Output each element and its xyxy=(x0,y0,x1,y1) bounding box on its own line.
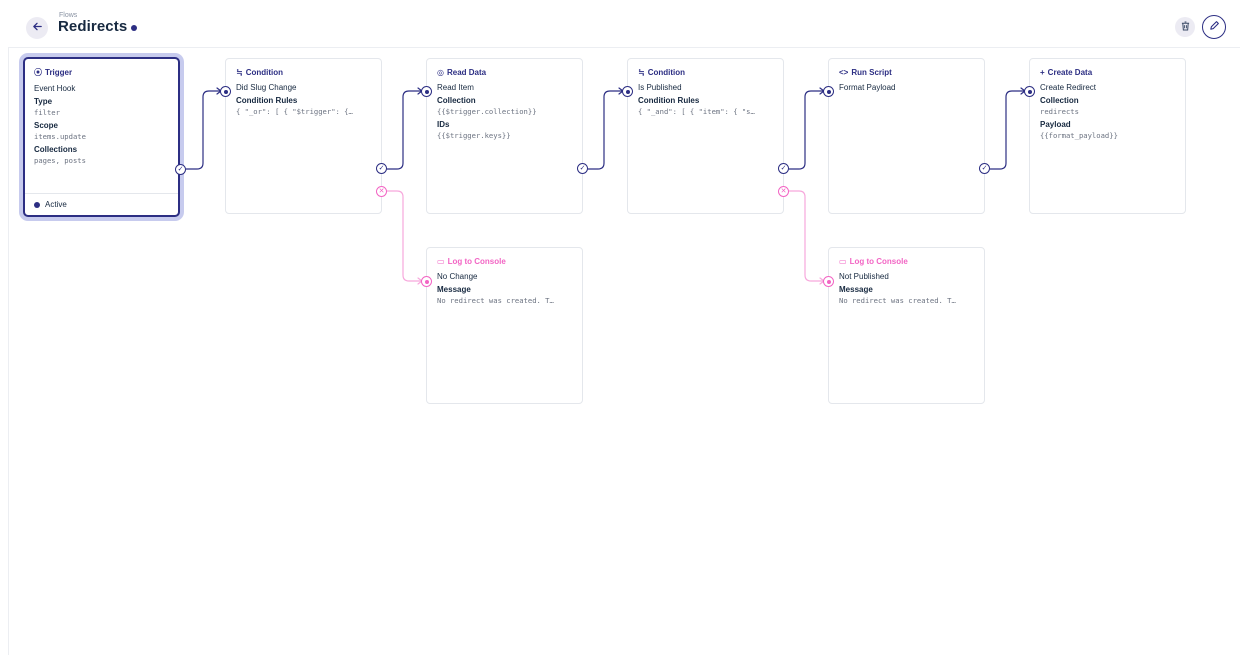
log-console-card-2[interactable]: ▭ Log to Console Not Published Message N… xyxy=(823,247,985,404)
condition-icon: ≒ xyxy=(638,68,645,77)
input-port[interactable] xyxy=(421,276,432,287)
reject-port[interactable]: ✕ xyxy=(376,186,387,197)
message-label: Message xyxy=(839,285,873,294)
message-label: Message xyxy=(437,285,471,294)
trigger-name: Event Hook xyxy=(34,84,76,93)
collections-label: Collections xyxy=(34,145,78,154)
plus-icon: + xyxy=(1040,68,1045,77)
type-value: filter xyxy=(34,108,60,117)
flow-header: Flows Redirects xyxy=(0,0,1240,50)
pencil-icon xyxy=(1209,18,1220,36)
page-title: Redirects xyxy=(58,18,128,35)
payload-label: Payload xyxy=(1040,120,1071,129)
eye-icon: ◎ xyxy=(437,68,444,77)
trash-icon xyxy=(1181,18,1190,36)
resolve-port[interactable]: ✓ xyxy=(175,164,186,175)
condition-rules-label: Condition Rules xyxy=(638,96,700,105)
scope-label: Scope xyxy=(34,121,59,130)
edit-button[interactable] xyxy=(1202,15,1226,39)
collection-value: redirects xyxy=(1040,107,1079,116)
operation-name: Create Redirect xyxy=(1040,83,1097,92)
breadcrumb[interactable]: Flows xyxy=(59,12,78,19)
status-dot xyxy=(131,24,138,31)
collection-label: Collection xyxy=(437,96,476,105)
trigger-title: Trigger xyxy=(45,68,73,77)
ids-label: IDs xyxy=(437,120,450,129)
message-value: No redirect was created. T… xyxy=(839,296,956,305)
read-data-card[interactable]: ◎ Read Data Read Item Collection {{$trig… xyxy=(421,58,588,214)
payload-value: {{format_payload}} xyxy=(1040,131,1118,140)
collections-value: pages, posts xyxy=(34,156,86,165)
trigger-status: Active xyxy=(25,193,178,215)
back-button[interactable] xyxy=(26,17,48,39)
input-port[interactable] xyxy=(823,276,834,287)
run-script-card[interactable]: <> Run Script Format Payload ✓ xyxy=(823,58,990,214)
terminal-icon: ▭ xyxy=(437,257,445,266)
operation-name: Did Slug Change xyxy=(236,83,297,92)
input-port[interactable] xyxy=(220,86,231,97)
ids-value: {{$trigger.keys}} xyxy=(437,131,511,140)
message-value: No redirect was created. T… xyxy=(437,296,554,305)
active-dot xyxy=(34,201,40,208)
log-title: Log to Console xyxy=(447,257,506,266)
input-port[interactable] xyxy=(823,86,834,97)
create-data-title: Create Data xyxy=(1047,68,1093,77)
resolve-port[interactable]: ✓ xyxy=(778,163,789,174)
input-port[interactable] xyxy=(1024,86,1035,97)
type-label: Type xyxy=(34,97,53,106)
resolve-port[interactable]: ✓ xyxy=(376,163,387,174)
condition-rules-value: { "_and": [ { "item": { "s… xyxy=(638,107,755,116)
operation-name: Is Published xyxy=(638,83,682,92)
log-console-card-1[interactable]: ▭ Log to Console No Change Message No re… xyxy=(421,247,583,404)
read-data-title: Read Data xyxy=(446,68,487,77)
create-data-card[interactable]: + Create Data Create Redirect Collection… xyxy=(1024,58,1186,214)
operation-name: No Change xyxy=(437,272,478,281)
flow-canvas xyxy=(8,47,1240,655)
condition-title: Condition xyxy=(245,68,284,77)
trigger-card[interactable]: ⦿ Trigger Event Hook Type filter Scope i… xyxy=(23,57,186,217)
condition-icon: ≒ xyxy=(236,68,243,77)
input-port[interactable] xyxy=(622,86,633,97)
resolve-port[interactable]: ✓ xyxy=(979,163,990,174)
operation-name: Read Item xyxy=(437,83,474,92)
collection-value: {{$trigger.collection}} xyxy=(437,107,537,116)
condition-rules-value: { "_or": [ { "$trigger": {… xyxy=(236,107,353,116)
condition-card-2[interactable]: ≒ Condition Is Published Condition Rules… xyxy=(622,58,789,214)
reject-port[interactable]: ✕ xyxy=(778,186,789,197)
collection-label: Collection xyxy=(1040,96,1079,105)
operation-name: Format Payload xyxy=(839,83,896,92)
terminal-icon: ▭ xyxy=(839,257,847,266)
input-port[interactable] xyxy=(421,86,432,97)
run-script-title: Run Script xyxy=(851,68,892,77)
code-icon: <> xyxy=(839,68,849,77)
scope-value: items.update xyxy=(34,132,86,141)
status-label: Active xyxy=(45,200,67,209)
condition-rules-label: Condition Rules xyxy=(236,96,298,105)
arrow-left-icon xyxy=(32,19,43,37)
delete-button[interactable] xyxy=(1175,17,1195,37)
operation-name: Not Published xyxy=(839,272,889,281)
bolt-circle-icon: ⦿ xyxy=(34,68,42,77)
condition-title: Condition xyxy=(647,68,686,77)
resolve-port[interactable]: ✓ xyxy=(577,163,588,174)
condition-card-1[interactable]: ≒ Condition Did Slug Change Condition Ru… xyxy=(220,58,387,214)
log-title: Log to Console xyxy=(849,257,908,266)
